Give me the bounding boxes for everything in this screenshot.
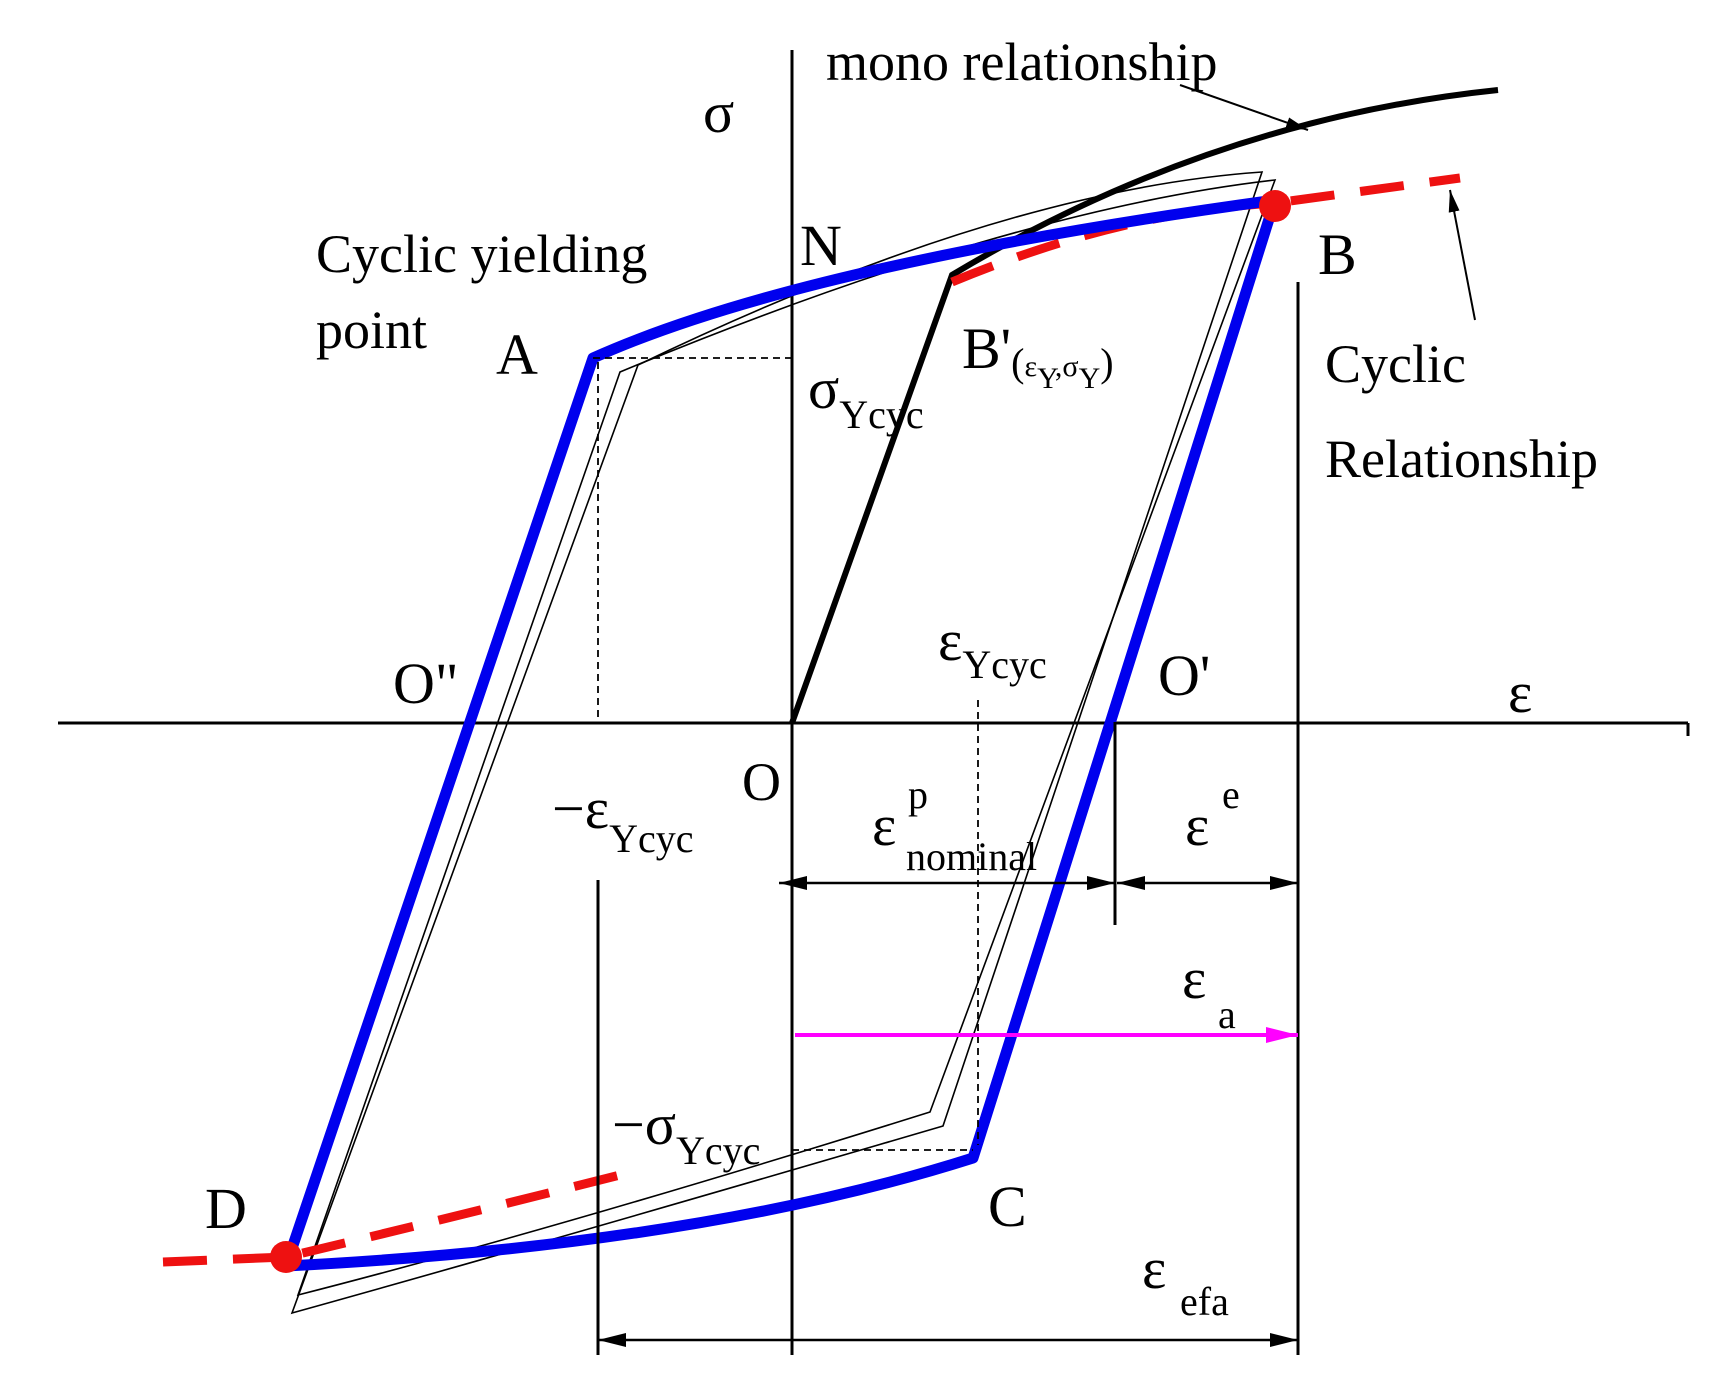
cyclic-leader-arrow <box>1448 189 1476 321</box>
b-prime-label: B'(εY,σY) <box>962 316 1114 395</box>
main-hysteresis-loop <box>280 194 1281 1272</box>
point-C-label: C <box>988 1174 1027 1239</box>
eps-nominal-subscript: nominal <box>906 834 1037 879</box>
cyclic-relationship-label: Cyclic <box>1325 334 1466 394</box>
eps-a-symbol: ε <box>1182 946 1206 1011</box>
eps-nominal-superscript: p <box>908 772 928 817</box>
point-O-double-prime-label: O" <box>393 651 459 716</box>
minus-eps-ycyc-label: −εYcyc <box>552 776 693 861</box>
point-D-label: D <box>205 1176 247 1241</box>
point-A-label: A <box>496 322 538 387</box>
eps-nominal-symbol: ε <box>872 793 896 858</box>
minus-sigma-ycyc-label: −σYcyc <box>612 1092 760 1173</box>
eps-ycyc-label: εYcyc <box>938 608 1047 687</box>
cyclic-relationship-label-2: Relationship <box>1325 429 1598 489</box>
mono-leader-arrow <box>1179 84 1309 131</box>
mono-relationship-label: mono relationship <box>826 32 1217 92</box>
point-D-marker <box>270 1241 302 1273</box>
eps-e-symbol: ε <box>1185 793 1209 858</box>
epsilon-label: ε <box>1508 660 1532 725</box>
point-N-label: N <box>800 213 842 278</box>
point-O-label: O <box>742 752 781 812</box>
point-B-marker <box>1259 190 1291 222</box>
cyclic-curve-bottom <box>162 1170 622 1267</box>
cyclic-yielding-label-2: point <box>316 300 427 360</box>
eps-a-subscript: a <box>1218 992 1236 1037</box>
sigma-ycyc-label: σYcyc <box>808 356 924 437</box>
point-O-prime-label: O' <box>1158 643 1210 708</box>
sigma-label: σ <box>703 80 734 145</box>
eps-e-superscript: e <box>1222 772 1240 817</box>
eps-efa-subscript: efa <box>1180 1279 1229 1324</box>
eps-efa-symbol: ε <box>1142 1236 1166 1301</box>
cyclic-yielding-label: Cyclic yielding <box>316 224 647 284</box>
thin-loop-inner <box>296 179 1277 1297</box>
point-B-label: B <box>1318 222 1357 287</box>
